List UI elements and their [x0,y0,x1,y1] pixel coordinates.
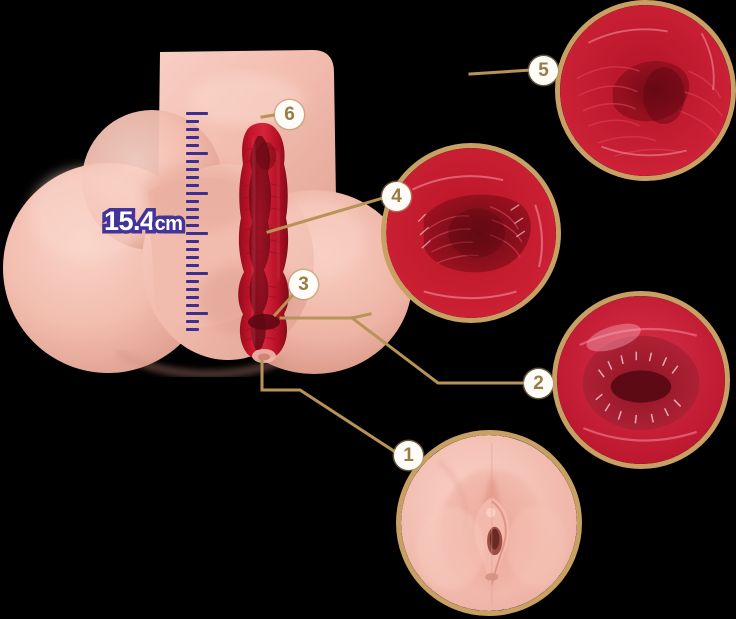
detail-view-1[interactable] [396,430,582,616]
detail-view-4[interactable] [381,143,561,323]
detail-1-image [401,435,577,611]
leader-line-5 [468,68,534,76]
measurement-label: 15.4cm [101,204,187,238]
callout-badge-3[interactable]: 3 [289,270,318,299]
detail-view-5[interactable] [555,0,736,181]
measurement-unit: cm [151,211,186,238]
detail-4-image [386,148,556,318]
leader-line-1 [260,358,403,458]
cross-section-channel [238,122,289,363]
detail-2-image [557,296,725,464]
detail-view-2[interactable] [552,291,730,469]
callout-number-3: 3 [298,273,309,295]
callout-badge-6[interactable]: 6 [275,100,304,129]
measurement-ruler [186,112,212,331]
leader-line-2b [349,315,530,385]
callout-number-2: 2 [533,372,544,394]
measurement-value: 15.4 [101,204,159,238]
callout-badge-5[interactable]: 5 [529,56,558,85]
leader-line-2a [279,312,372,320]
callout-badge-4[interactable]: 4 [382,182,411,211]
callout-number-5: 5 [538,59,549,81]
callout-badge-2[interactable]: 2 [524,369,553,398]
callout-number-1: 1 [403,444,414,466]
detail-5-image [560,5,731,176]
leader-line-4 [266,194,392,234]
callout-number-4: 4 [391,185,402,207]
callout-number-6: 6 [284,103,295,125]
callout-badge-1[interactable]: 1 [394,441,423,470]
